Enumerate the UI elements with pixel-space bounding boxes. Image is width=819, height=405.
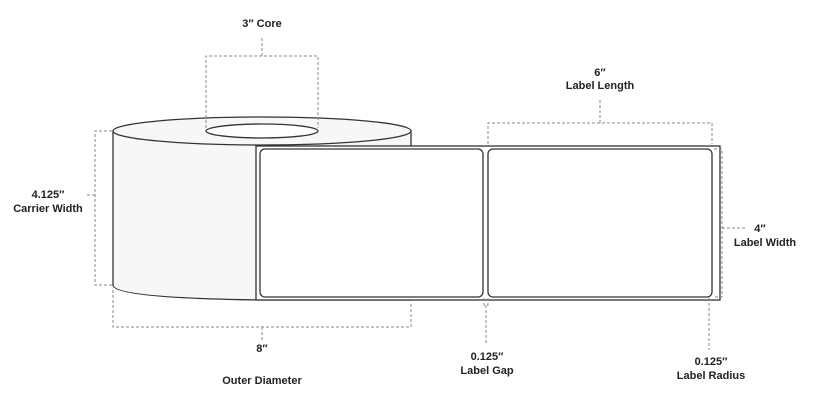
label-1: [259, 148, 484, 298]
label-radius-value: 0.125″: [695, 356, 729, 368]
roll-core: [205, 123, 319, 139]
label-width-label: Label Width: [734, 237, 797, 249]
outer-diameter-value: 8″: [256, 343, 268, 355]
carrier-width-value: 4.125″: [32, 189, 66, 201]
label-gap-label: Label Gap: [460, 365, 513, 377]
core-value: 3″ Core: [242, 18, 282, 30]
label-length-label: Label Length: [566, 80, 635, 92]
label-length-dimension-line: [487, 100, 713, 144]
label-width-value: 4″: [754, 223, 766, 235]
outer-diameter-dimension-line: [112, 290, 412, 340]
label-2: [487, 148, 713, 298]
carrier-width-label: Carrier Width: [13, 203, 83, 215]
label-gap-value: 0.125″: [471, 351, 505, 363]
label-width-dimension-line: [714, 148, 745, 298]
core-dimension-line: [205, 36, 319, 128]
outer-diameter-label: Outer Diameter: [222, 375, 302, 387]
label-radius-label: Label Radius: [677, 370, 745, 382]
label-length-value: 6″: [594, 67, 606, 79]
carrier-width-dimension-line: [85, 130, 112, 286]
label-gap-dimension-line: [483, 298, 489, 345]
